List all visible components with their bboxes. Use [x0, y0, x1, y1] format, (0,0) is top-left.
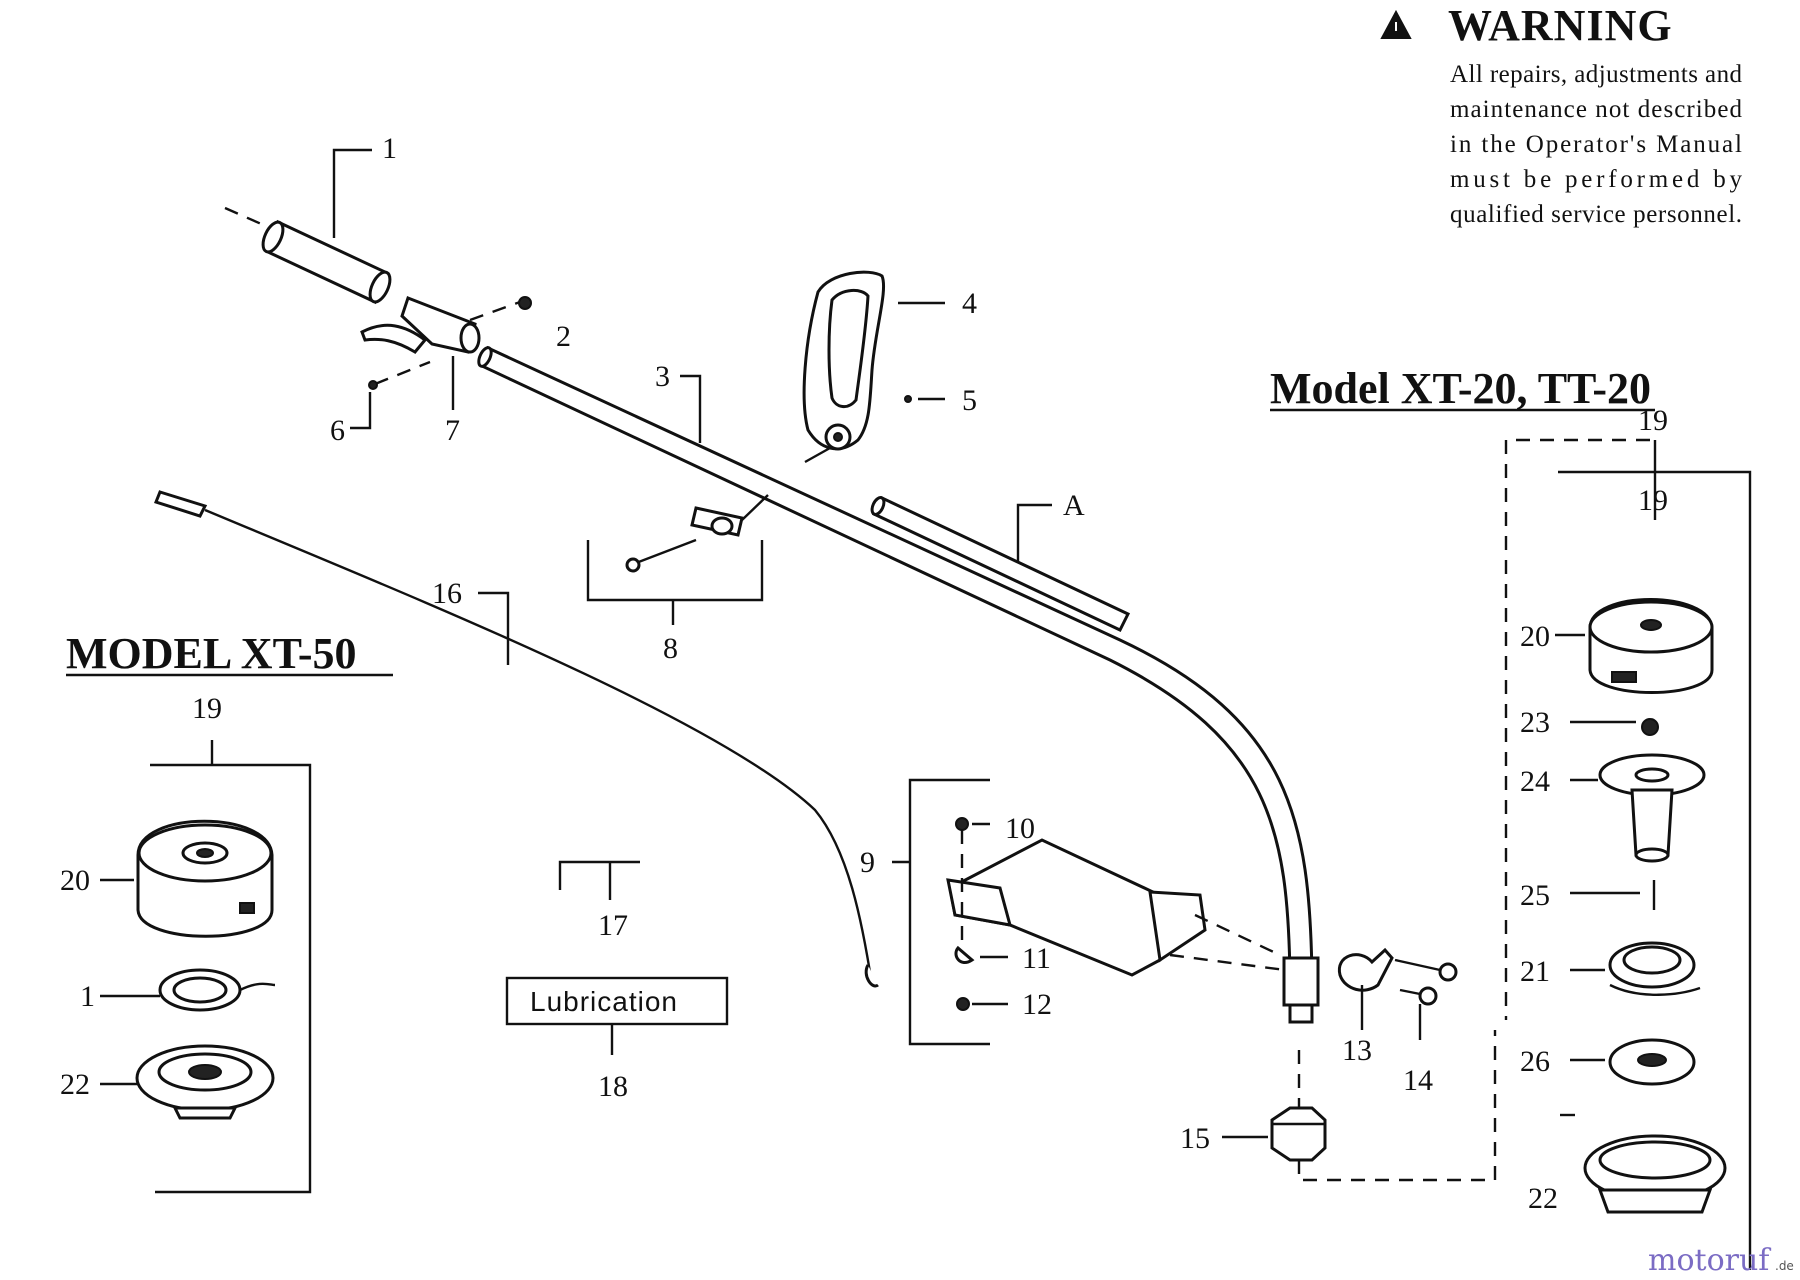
callout-16: 16 [432, 577, 462, 610]
callout-a: A [1063, 489, 1085, 522]
right-assembly: 19 19 20 23 24 25 21 2 [1504, 404, 1752, 1270]
assembly-connector-dashed [1297, 1030, 1497, 1182]
warning-line-1: All repairs, adjustments and [1450, 61, 1743, 88]
callout-18: 18 [598, 1070, 628, 1103]
warning-line-3: in the Operator's Manual [1450, 131, 1742, 158]
callout-7: 7 [445, 414, 460, 447]
part-clamp-bolt: 8 [586, 494, 769, 665]
model-left-heading: MODEL XT-50 [66, 629, 357, 678]
part-grip: 1 [224, 132, 397, 305]
callout-2: 2 [556, 320, 571, 353]
left-callout-1: 1 [80, 980, 95, 1013]
part-drive-cable: 16 [154, 490, 879, 988]
lubrication-box: Lubrication 18 [505, 976, 729, 1103]
watermark: motoruf .de [1648, 1243, 1794, 1278]
part-throttle-housing: 2 6 7 [330, 296, 571, 447]
warning-exclamation-icon [1395, 22, 1397, 31]
right-callout-25: 25 [1520, 879, 1550, 912]
right-callout-19b: 19 [1638, 484, 1668, 517]
part-a-strip: A [870, 489, 1131, 632]
callout-15: 15 [1180, 1122, 1210, 1155]
warning-line-2: maintenance not described [1450, 96, 1743, 123]
part-guard: 9 10 11 12 [860, 778, 1286, 1046]
left-callout-19: 19 [192, 692, 222, 725]
callout-3: 3 [655, 360, 670, 393]
watermark-text: motoruf [1648, 1243, 1771, 1278]
part-clamp-13: 13 [1337, 947, 1394, 1067]
callout-1: 1 [382, 132, 397, 165]
right-callout-24: 24 [1520, 765, 1550, 798]
warning-line-4: must be performed by [1450, 166, 1743, 193]
warning-line-5: qualified service personnel. [1450, 201, 1742, 228]
part-shaft-tube: 3 [477, 345, 1320, 1024]
callout-12: 12 [1022, 988, 1052, 1021]
right-callout-26: 26 [1520, 1045, 1550, 1078]
model-right-heading: Model XT-20, TT-20 [1270, 364, 1651, 413]
left-callout-20: 20 [60, 864, 90, 897]
right-callout-21: 21 [1520, 955, 1550, 988]
callout-8: 8 [663, 632, 678, 665]
callout-10: 10 [1005, 812, 1035, 845]
callout-6: 6 [330, 414, 345, 447]
left-callout-22: 22 [60, 1068, 90, 1101]
callout-5: 5 [962, 384, 977, 417]
part-screws-14: 14 [1394, 958, 1458, 1097]
callout-13: 13 [1342, 1034, 1372, 1067]
right-callout-22: 22 [1528, 1182, 1558, 1215]
part-17-bracket: 17 [558, 860, 640, 942]
warning-block: WARNING All repairs, adjustments and mai… [1380, 1, 1743, 228]
callout-17: 17 [598, 909, 628, 942]
right-callout-23: 23 [1520, 706, 1550, 739]
warning-title: WARNING [1448, 1, 1673, 50]
part-nut-15: 15 [1180, 1050, 1327, 1162]
callout-9: 9 [860, 846, 875, 879]
watermark-suffix: .de [1775, 1259, 1794, 1273]
callout-11: 11 [1022, 942, 1051, 975]
part-handle: 4 5 [802, 270, 977, 464]
left-assembly: 19 20 1 22 [60, 692, 312, 1194]
right-callout-19a: 19 [1638, 404, 1668, 437]
callout-4: 4 [962, 287, 977, 320]
callout-14: 14 [1403, 1064, 1433, 1097]
right-callout-20: 20 [1520, 620, 1550, 653]
lubrication-label: Lubrication [530, 986, 678, 1017]
